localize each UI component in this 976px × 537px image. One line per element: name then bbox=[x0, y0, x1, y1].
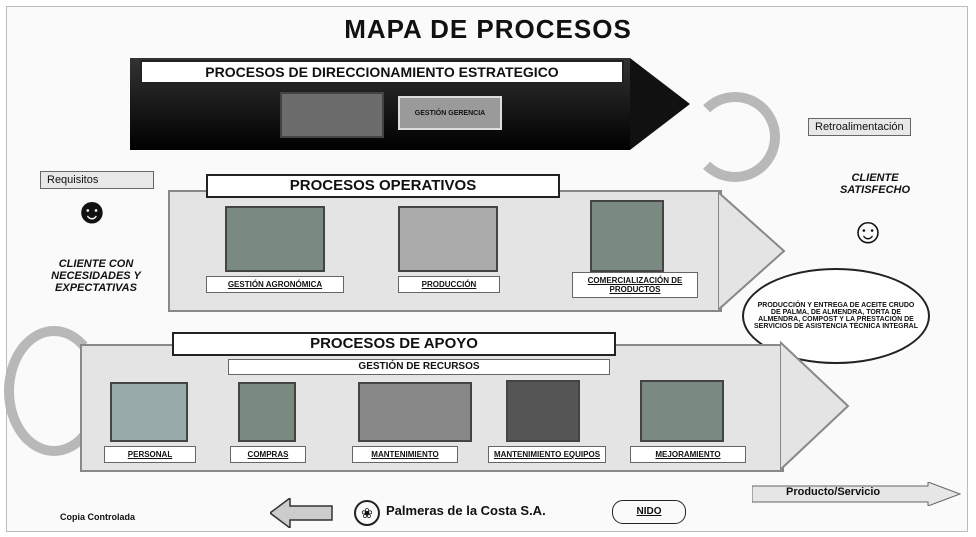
support-label: PROCESOS DE APOYO bbox=[172, 332, 616, 356]
support-image-2 bbox=[238, 382, 296, 442]
support-image-5 bbox=[640, 380, 724, 442]
feedback-tag: Retroalimentación bbox=[808, 118, 911, 136]
company-name: Palmeras de la Costa S.A. bbox=[386, 503, 546, 518]
operative-image-3 bbox=[590, 200, 664, 272]
operative-item-1: GESTIÓN AGRONÓMICA bbox=[206, 276, 344, 293]
nido-button[interactable]: NIDO bbox=[612, 500, 686, 524]
operative-image-1 bbox=[225, 206, 325, 272]
support-image-1 bbox=[110, 382, 188, 442]
product-arrow bbox=[752, 482, 962, 506]
support-item-4: MANTENIMIENTO EQUIPOS bbox=[488, 446, 606, 463]
operative-image-2 bbox=[398, 206, 498, 272]
back-arrow-icon[interactable] bbox=[270, 498, 334, 528]
strategic-arrow bbox=[630, 58, 690, 150]
satisfied-person-icon: ☺ bbox=[849, 210, 887, 251]
copy-label: Copia Controlada bbox=[60, 512, 136, 522]
loop-curve bbox=[4, 326, 104, 456]
strategic-box: GESTIÓN GERENCIA bbox=[398, 96, 502, 130]
operative-item-3: COMERCIALIZACIÓN DE PRODUCTOS bbox=[572, 272, 698, 298]
client-out-label: CLIENTE SATISFECHO bbox=[839, 172, 911, 196]
operative-label: PROCESOS OPERATIVOS bbox=[206, 174, 560, 198]
support-item-2: COMPRAS bbox=[230, 446, 306, 463]
feedback-curve bbox=[690, 92, 780, 182]
support-sub: GESTIÓN DE RECURSOS bbox=[228, 359, 610, 375]
client-in-label: CLIENTE CON NECESIDADES Y EXPECTATIVAS bbox=[51, 258, 141, 294]
strategic-image bbox=[280, 92, 384, 138]
support-item-3: MANTENIMIENTO bbox=[352, 446, 458, 463]
strategic-label: PROCESOS DE DIRECCIONAMIENTO ESTRATEGICO bbox=[140, 60, 624, 84]
support-image-3 bbox=[358, 382, 472, 442]
client-person-icon: ☻ bbox=[73, 190, 111, 231]
operative-item-2: PRODUCCIÓN bbox=[398, 276, 500, 293]
operative-arrow bbox=[718, 190, 786, 312]
support-item-5: MEJORAMIENTO bbox=[630, 446, 746, 463]
support-item-1: PERSONAL bbox=[104, 446, 196, 463]
support-arrow bbox=[780, 340, 850, 472]
page-title: MAPA DE PROCESOS bbox=[344, 14, 632, 44]
requirements-tag: Requisitos bbox=[40, 171, 154, 189]
output-ellipse: PRODUCCIÓN Y ENTREGA DE ACEITE CRUDO DE … bbox=[742, 268, 930, 364]
company-logo-icon: ❀ bbox=[354, 500, 380, 526]
support-image-4 bbox=[506, 380, 580, 442]
product-label: Producto/Servicio bbox=[786, 486, 881, 498]
